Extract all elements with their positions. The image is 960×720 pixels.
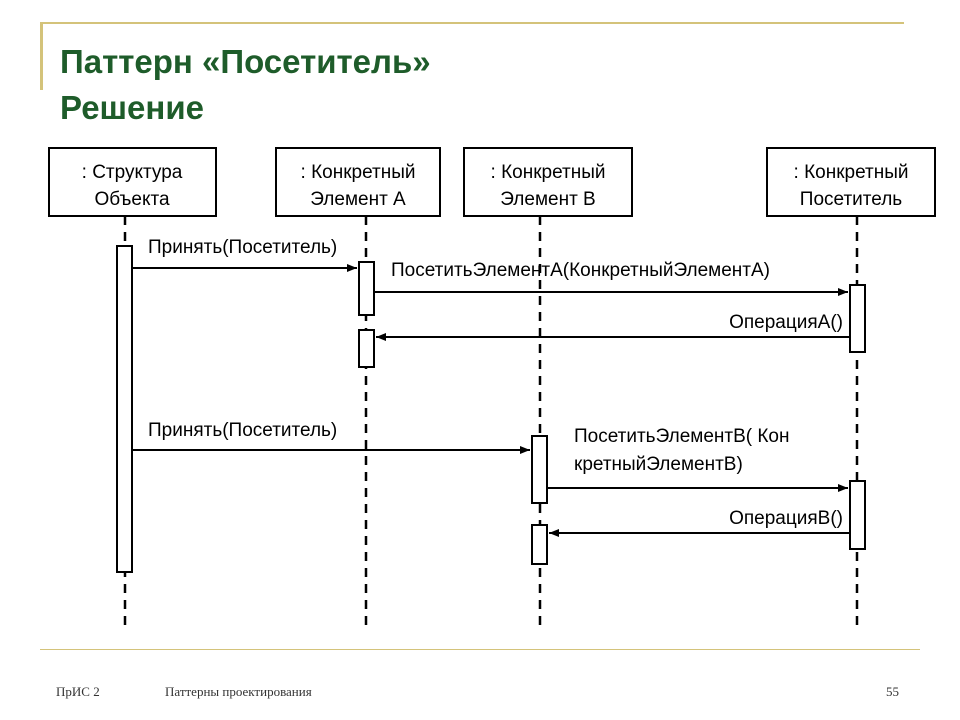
footer-subject: Паттерны проектирования: [165, 684, 312, 699]
activation-element-b-2: [531, 524, 548, 565]
lifeline-element-a-line2: Элемент А: [310, 189, 406, 210]
activation-element-a-1: [358, 261, 375, 316]
message-label-operation-a: ОперацияА(): [729, 312, 843, 333]
lifeline-element-b-line1: : Конкретный: [491, 162, 606, 183]
footer-course: ПрИС 2: [56, 684, 100, 699]
lifeline-visitor-line1: : Конкретный: [794, 162, 909, 183]
lifeline-element-b-line2: Элемент В: [500, 189, 595, 210]
message-label-visit-b-line1: ПосетитьЭлементВ( Кон: [574, 426, 790, 447]
lifeline-element-a-line1: : Конкретный: [301, 162, 416, 183]
message-label-visit-b-line2: кретныйЭлементВ): [574, 454, 743, 475]
lifeline-structure-line2: Объекта: [94, 189, 169, 210]
accent-bar-vertical: [40, 22, 43, 90]
activation-visitor-1: [849, 284, 866, 353]
accent-bar-horizontal: [40, 22, 904, 24]
activation-structure: [116, 245, 133, 573]
activation-visitor-2: [849, 480, 866, 550]
lifeline-visitor-line2: Посетитель: [800, 189, 902, 210]
message-label-accept-1: Принять(Посетитель): [148, 237, 337, 258]
message-label-operation-b: ОперацияВ(): [729, 508, 843, 529]
activation-element-a-2: [358, 329, 375, 368]
slide-title-line1: Паттерн «Посетитель»: [60, 43, 431, 80]
message-label-visit-a: ПосетитьЭлементА(КонкретныйЭлементА): [391, 260, 770, 281]
lifeline-box-element-a: : Конкретный Элемент А: [275, 147, 441, 217]
slide-title-line2: Решение: [60, 89, 204, 126]
message-label-accept-2: Принять(Посетитель): [148, 420, 337, 441]
lifeline-box-visitor: : Конкретный Посетитель: [766, 147, 936, 217]
lifeline-box-element-b: : Конкретный Элемент В: [463, 147, 633, 217]
footer-page-number: 55: [886, 684, 899, 699]
footer-divider: [40, 649, 920, 650]
lifeline-box-structure: : Структура Объекта: [48, 147, 217, 217]
activation-element-b-1: [531, 435, 548, 504]
lifeline-structure-line1: : Структура: [82, 162, 183, 183]
